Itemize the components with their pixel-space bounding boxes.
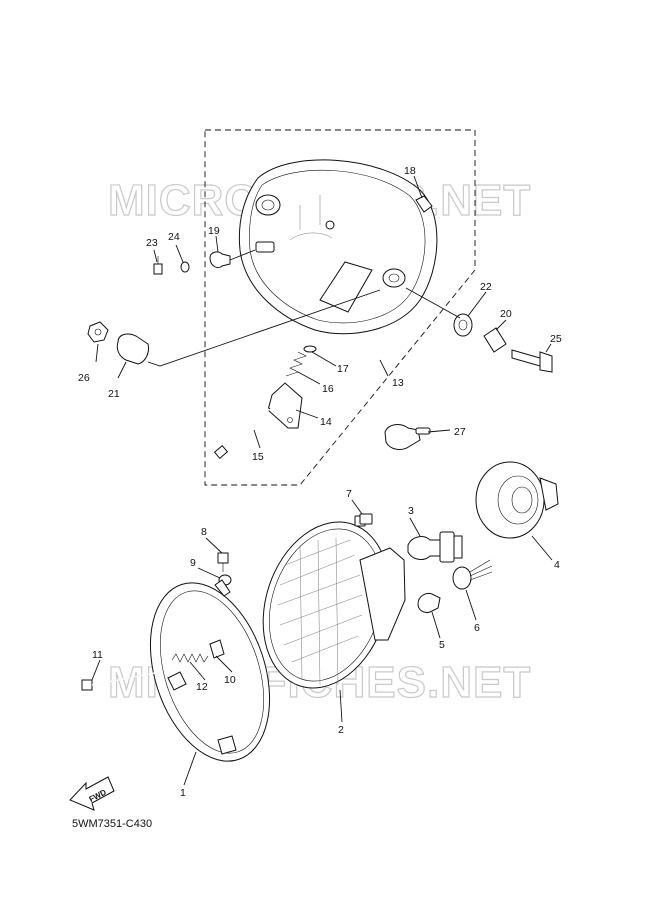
callout-13: 13 bbox=[392, 377, 404, 389]
part-2-headlight-unit bbox=[262, 515, 406, 689]
callout-5: 5 bbox=[439, 639, 445, 651]
callout-20: 20 bbox=[500, 308, 512, 320]
callout-14: 14 bbox=[320, 416, 332, 428]
part-6-socket bbox=[452, 559, 493, 590]
part-3-headlight-bulb bbox=[407, 531, 463, 563]
part-25-bolt bbox=[511, 349, 553, 373]
callout-9: 9 bbox=[190, 557, 196, 569]
fwd-arrow-icon: FWD bbox=[69, 776, 115, 811]
part-24-washer bbox=[180, 261, 190, 273]
part-27-socket bbox=[384, 424, 431, 450]
part-4-bulb-cover bbox=[475, 461, 559, 539]
diagram-code: 5WM7351-C430 bbox=[72, 818, 152, 830]
callout-25: 25 bbox=[550, 333, 562, 345]
callout-15: 15 bbox=[252, 451, 264, 463]
part-26-nut bbox=[87, 321, 109, 343]
callout-8: 8 bbox=[201, 526, 207, 538]
callout-4: 4 bbox=[554, 559, 560, 571]
callout-7: 7 bbox=[346, 488, 352, 500]
callout-22: 22 bbox=[480, 281, 492, 293]
part-10-nut bbox=[209, 639, 225, 659]
callout-24: 24 bbox=[168, 231, 180, 243]
callout-16: 16 bbox=[322, 383, 334, 395]
part-8-screw bbox=[217, 552, 229, 572]
part-5-aux-bulb bbox=[417, 593, 441, 613]
part-12-spring bbox=[171, 653, 209, 663]
part-21-collar bbox=[116, 333, 149, 365]
callout-23: 23 bbox=[146, 237, 158, 249]
callout-21: 21 bbox=[108, 388, 120, 400]
part-7-nut bbox=[359, 513, 373, 525]
part-15-screw bbox=[213, 407, 271, 459]
leader-lines bbox=[91, 175, 553, 786]
part-17-washer bbox=[303, 345, 317, 353]
callout-27: 27 bbox=[454, 426, 466, 438]
headlight-housing bbox=[238, 159, 438, 335]
callout-1: 1 bbox=[180, 787, 186, 799]
part-20-collar bbox=[483, 327, 507, 353]
assembly-13-boundary bbox=[204, 129, 476, 486]
callout-12: 12 bbox=[196, 681, 208, 693]
callout-17: 17 bbox=[337, 363, 349, 375]
callout-18: 18 bbox=[404, 165, 416, 177]
callout-19: 19 bbox=[208, 225, 220, 237]
part-22-washer bbox=[453, 313, 473, 337]
callout-26: 26 bbox=[78, 372, 90, 384]
callout-6: 6 bbox=[474, 622, 480, 634]
callout-11: 11 bbox=[92, 649, 103, 661]
part-1-headlight-rim bbox=[149, 579, 271, 762]
part-19-grommet bbox=[209, 251, 231, 269]
callout-2: 2 bbox=[338, 724, 344, 736]
part-11-screw bbox=[81, 671, 161, 691]
part-14-bracket bbox=[267, 382, 303, 429]
callout-10: 10 bbox=[224, 674, 236, 686]
callout-3: 3 bbox=[408, 505, 414, 517]
part-23-bolt bbox=[153, 256, 163, 275]
part-16-spring bbox=[285, 351, 307, 377]
